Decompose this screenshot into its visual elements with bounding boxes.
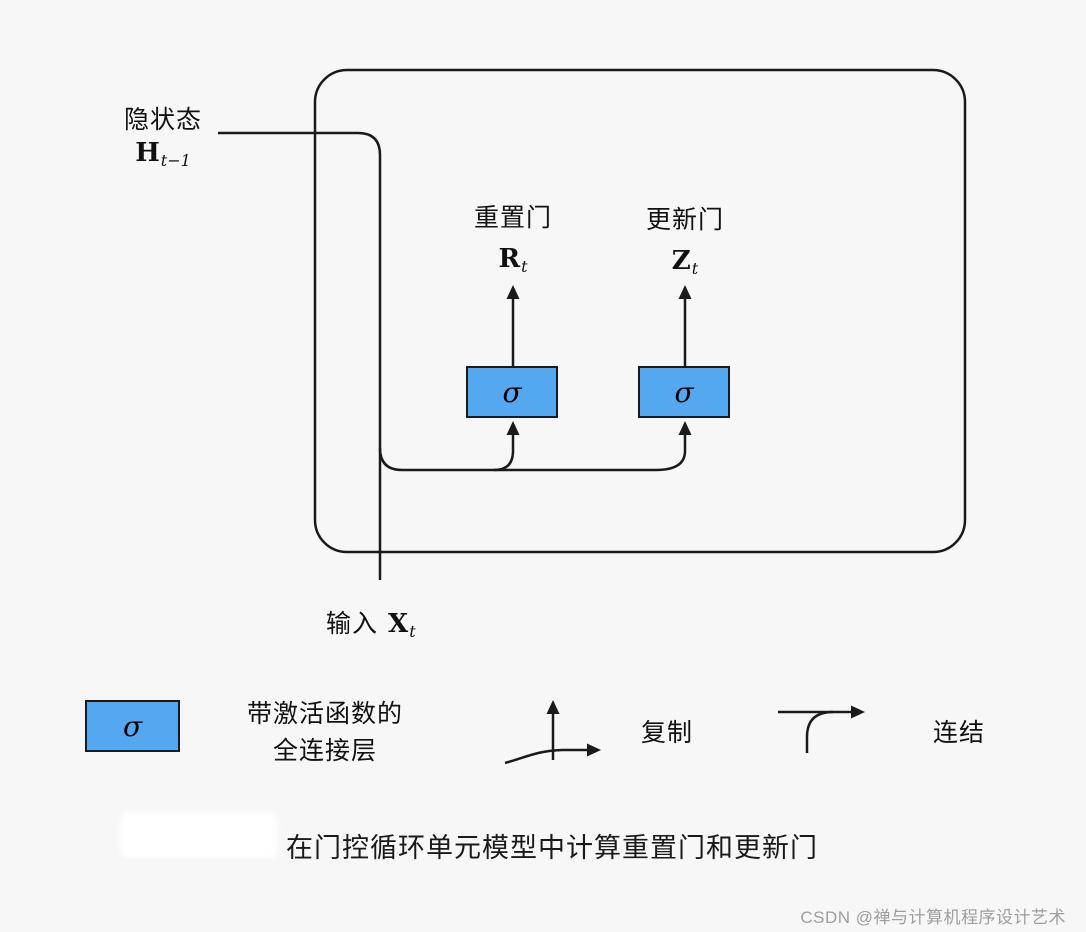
hidden-state-label: 隐状态 (123, 106, 202, 134)
copy-glyph-right-line (504, 748, 588, 765)
concat-glyph-arrowhead (851, 705, 865, 719)
copy-glyph-up-arrowhead (546, 700, 560, 714)
input-label: 输入 (326, 610, 379, 638)
reset-gate-sigma-unit: σ (466, 366, 558, 418)
reset-gate-output-arrowhead (506, 285, 520, 299)
concat-glyph-merge-line (805, 710, 834, 753)
update-gate-subscript: t (691, 259, 699, 278)
reset-gate-feed-branch (493, 432, 515, 472)
gate-feed-line (378, 432, 687, 472)
update-gate-var: Z (671, 246, 691, 276)
reset-gate-label: 重置门 (473, 204, 552, 232)
legend-concat-label: 连结 (933, 719, 986, 747)
hidden-state-input-line (218, 131, 382, 580)
redacted-figure-number (120, 812, 278, 858)
reset-gate-subscript: t (521, 257, 528, 276)
sigma-symbol: σ (502, 375, 522, 409)
sigma-symbol: σ (674, 375, 694, 409)
reset-gate-var: R (498, 244, 521, 274)
sigma-symbol: σ (122, 709, 143, 743)
reset-gate-feed-arrowhead (506, 421, 520, 435)
update-gate-output-arrowhead (678, 285, 692, 299)
hidden-state-var: H (135, 138, 160, 168)
legend-copy-label: 复制 (641, 719, 694, 747)
figure-caption: 在门控循环单元模型中计算重置门和更新门 (286, 833, 818, 863)
input-var: X (388, 609, 409, 639)
update-gate-feed-arrowhead (678, 421, 692, 435)
legend-fc-layer-line1: 带激活函数的 (246, 700, 403, 728)
update-gate-sigma-unit: σ (638, 366, 730, 418)
legend-sigma-box: σ (85, 700, 180, 752)
hidden-state-symbol: Ht−1 (113, 138, 213, 170)
update-gate-label: 更新门 (645, 206, 724, 234)
update-gate-symbol: Zt (625, 246, 745, 278)
legend-fc-layer-label: 带激活函数的 全连接层 (225, 696, 425, 770)
watermark-text: CSDN @禅与计算机程序设计艺术 (800, 908, 1066, 927)
reset-gate-symbol: Rt (453, 244, 573, 276)
input-subscript: t (409, 622, 416, 641)
input-symbol-group: 输入 Xt (326, 604, 416, 641)
copy-glyph-right-arrowhead (587, 743, 601, 757)
gru-cell-boundary (313, 68, 967, 554)
legend-fc-layer-line2: 全连接层 (272, 737, 377, 765)
hidden-state-subscript: t−1 (160, 151, 191, 170)
